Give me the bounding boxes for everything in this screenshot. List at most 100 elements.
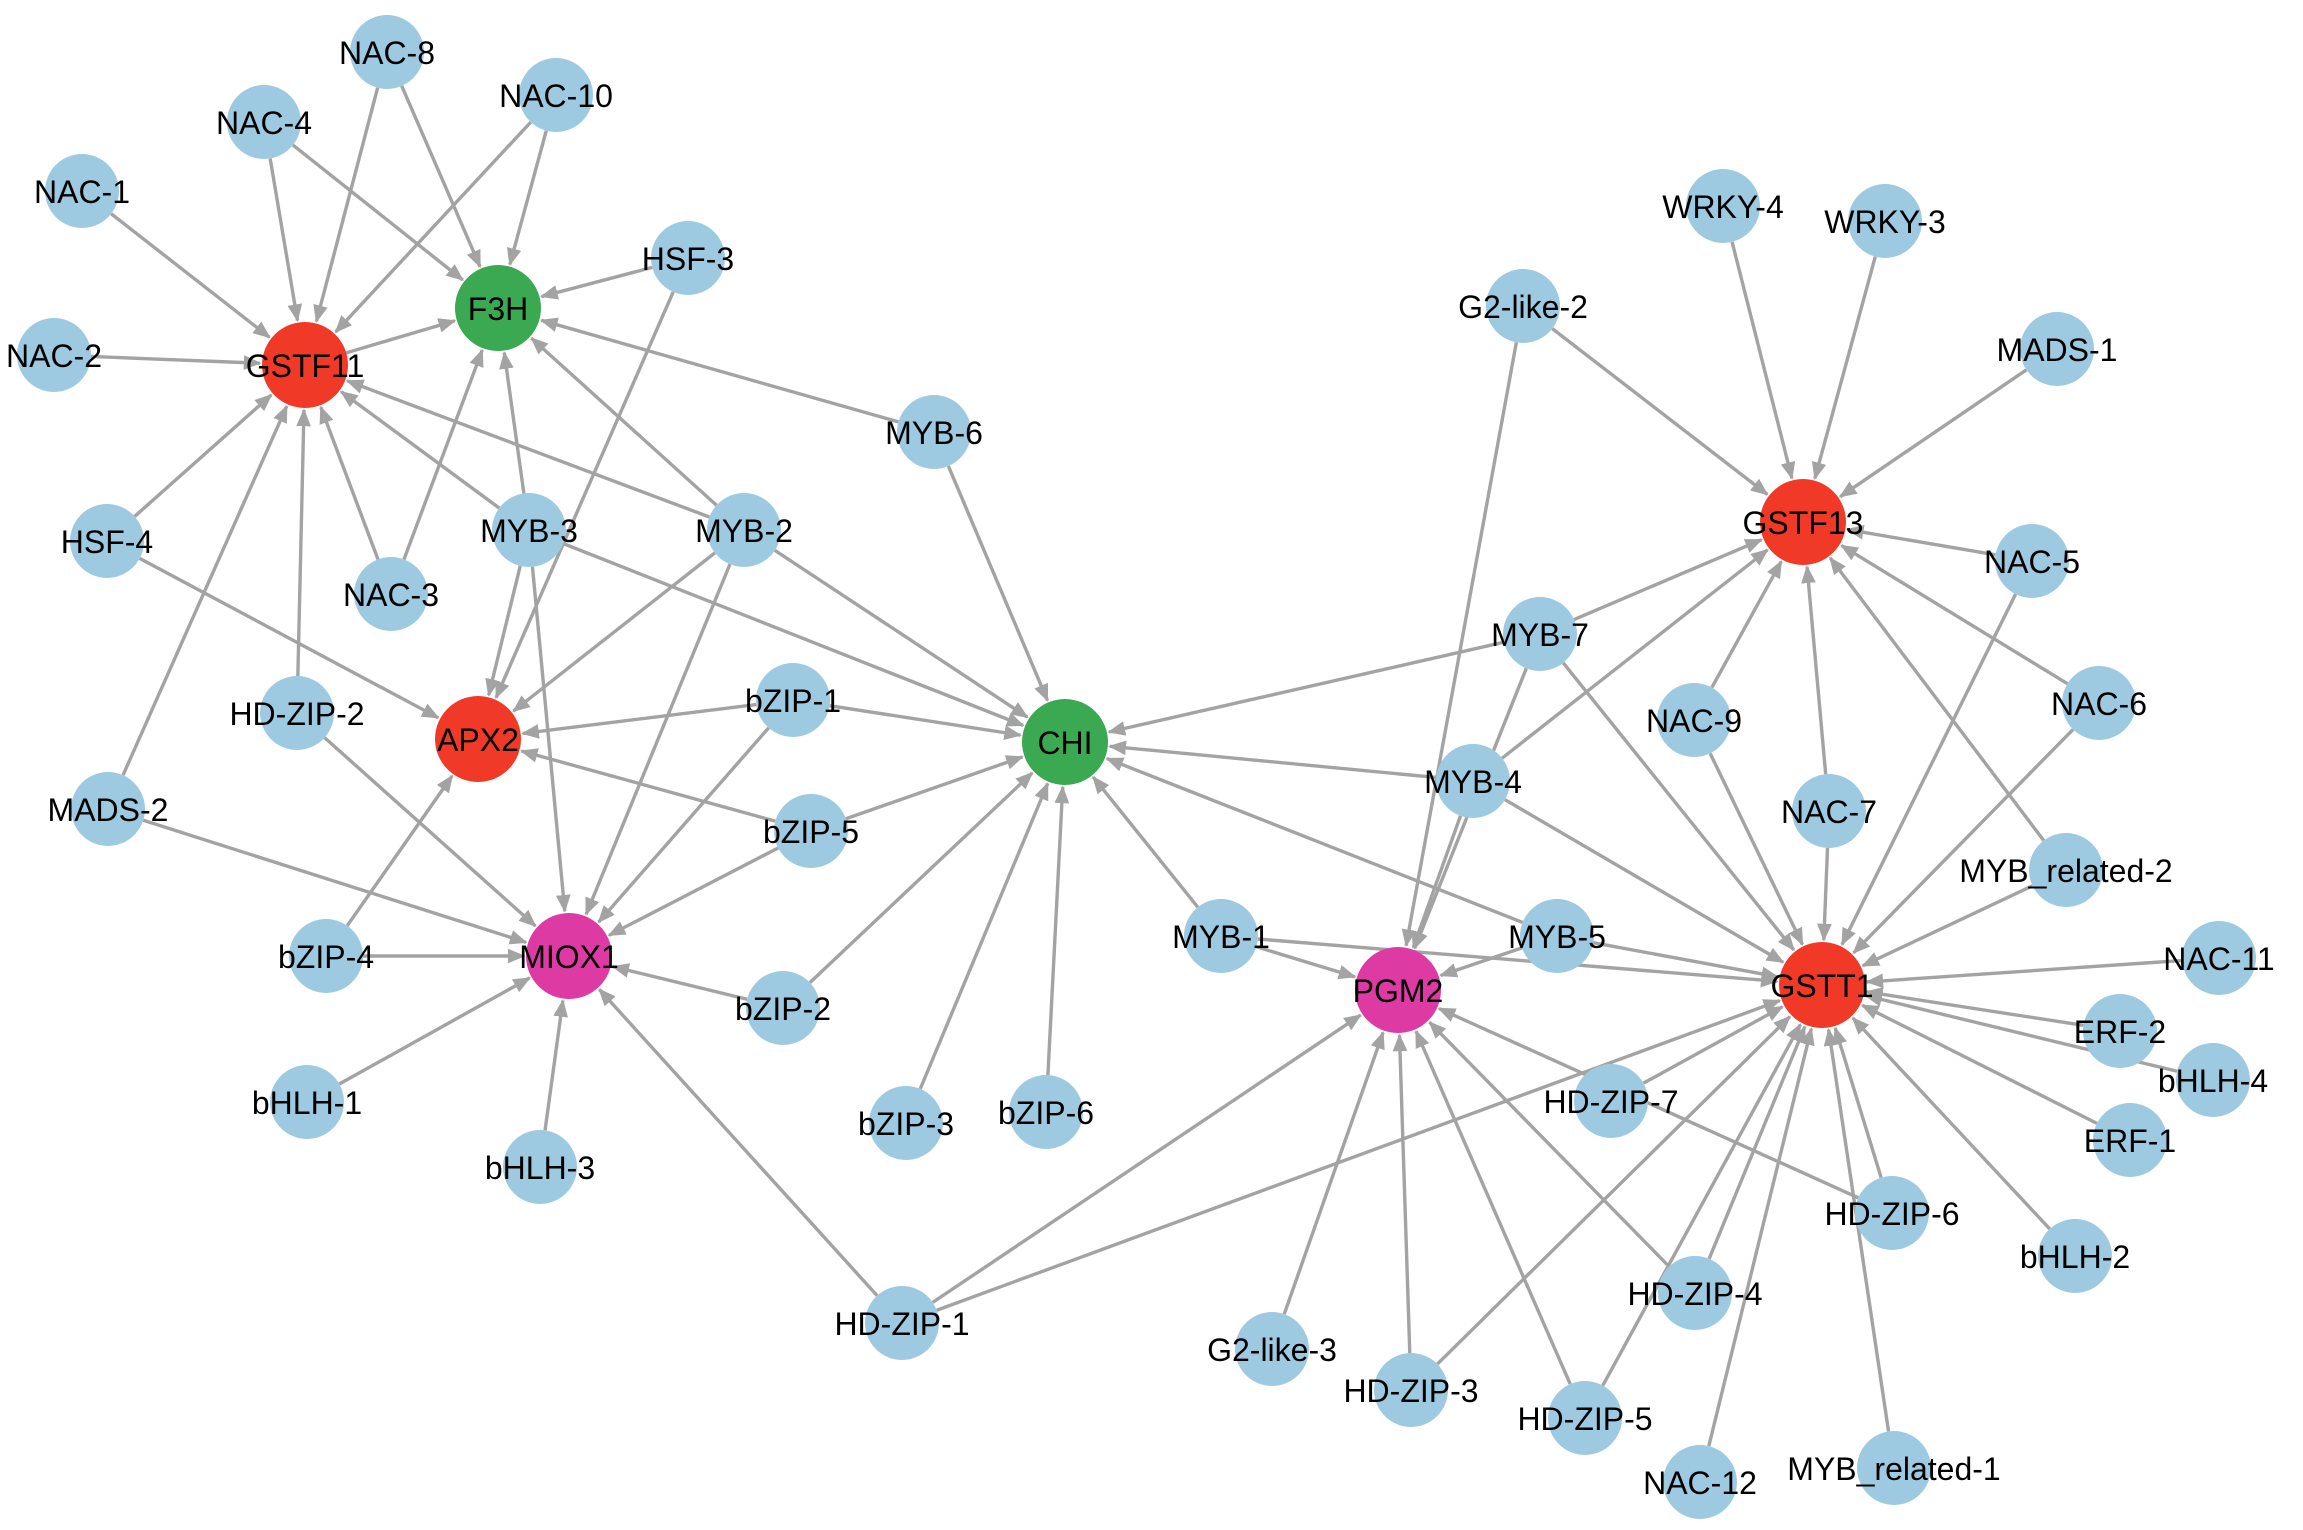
node-label-nac-4: NAC-4 — [216, 105, 312, 141]
edge-nac-8-to-gstf11 — [313, 87, 380, 323]
node-label-myb-5: MYB-5 — [1508, 919, 1606, 955]
node-label-nac-10: NAC-10 — [499, 78, 613, 114]
edge-myb-3-to-f3h — [499, 351, 526, 494]
node-label-gstt1: GSTT1 — [1770, 968, 1873, 1004]
edge-nac-5-to-gstf13 — [1845, 525, 1996, 557]
node-label-miox1: MIOX1 — [519, 939, 619, 975]
node-label-g2-like-3: G2-like-3 — [1207, 1332, 1337, 1368]
edge-hd-zip-4-to-pgm2 — [1428, 1020, 1671, 1268]
node-circle-nac-3 — [354, 557, 428, 631]
edge-myb-3-to-apx2 — [485, 565, 522, 697]
edge-myb-7-to-gstf13 — [1573, 538, 1763, 622]
node-circle-myb-related-2 — [2029, 833, 2103, 907]
node-bhlh-1: bHLH-1 — [252, 1065, 362, 1139]
node-label-bhlh-1: bHLH-1 — [252, 1085, 362, 1121]
edge-nac-6-to-gstt1 — [1852, 728, 2075, 955]
node-label-bhlh-3: bHLH-3 — [485, 1150, 595, 1186]
node-circle-nac-10 — [519, 58, 593, 132]
edge-myb-3-to-chi — [562, 542, 1025, 728]
edge-gstf11-to-f3h — [345, 318, 457, 355]
node-circle-chi — [1022, 699, 1108, 785]
edge-myb-4-to-gstf13 — [1501, 548, 1769, 760]
node-label-hd-zip-1: HD-ZIP-1 — [834, 1306, 969, 1342]
node-circle-hd-zip-7 — [1574, 1064, 1648, 1138]
node-circle-nac-8 — [350, 15, 424, 89]
node-myb-4: MYB-4 — [1424, 744, 1522, 818]
node-circle-myb-6 — [897, 395, 971, 469]
node-label-erf-2: ERF-2 — [2074, 1014, 2166, 1050]
node-label-myb-7: MYB-7 — [1491, 617, 1589, 653]
node-f3h: F3H — [455, 265, 541, 351]
node-chi: CHI — [1022, 699, 1108, 785]
node-circle-mads-2 — [71, 772, 145, 846]
node-circle-bzip-4 — [289, 919, 363, 993]
edge-bhlh-3-to-miox1 — [543, 999, 568, 1131]
node-bzip-1: bZIP-1 — [745, 663, 841, 737]
edge-g2-like-2-to-pgm2 — [1401, 342, 1519, 948]
node-label-bhlh-2: bHLH-2 — [2020, 1239, 2130, 1275]
edge-hd-zip-1-to-gstt1 — [936, 998, 1782, 1312]
node-label-nac-6: NAC-6 — [2051, 686, 2147, 722]
node-label-nac-1: NAC-1 — [34, 174, 130, 210]
edge-nac-10-to-f3h — [506, 130, 548, 267]
node-label-nac-2: NAC-2 — [6, 338, 102, 374]
edge-nac-4-to-f3h — [291, 143, 464, 282]
edge-mads-1-to-gstf13 — [1838, 368, 2028, 499]
node-circle-hsf-4 — [70, 504, 144, 578]
node-circle-nac-1 — [45, 154, 119, 228]
edge-hd-zip-6-to-gstt1 — [1832, 1026, 1883, 1179]
node-bzip-6: bZIP-6 — [998, 1075, 1094, 1149]
node-label-pgm2: PGM2 — [1353, 973, 1444, 1009]
edge-bhlh-2-to-gstt1 — [1851, 1016, 2051, 1231]
node-label-myb-related-2: MYB_related-2 — [1959, 853, 2172, 889]
node-label-hd-zip-2: HD-ZIP-2 — [229, 696, 364, 732]
node-label-erf-1: ERF-1 — [2084, 1123, 2176, 1159]
node-circle-gstf11 — [262, 322, 348, 408]
edge-myb-2-to-gstf11 — [345, 379, 710, 519]
node-circle-bhlh-3 — [503, 1130, 577, 1204]
edge-myb-4-to-gstt1 — [1504, 798, 1785, 964]
node-circle-myb-3 — [492, 493, 566, 567]
node-circle-hd-zip-4 — [1658, 1256, 1732, 1330]
node-circle-nac-12 — [1663, 1445, 1737, 1519]
node-circle-erf-2 — [2083, 994, 2157, 1068]
node-label-nac-9: NAC-9 — [1646, 703, 1742, 739]
edge-bzip-1-to-chi — [829, 703, 1022, 740]
node-circle-bzip-5 — [774, 794, 848, 868]
edge-nac-9-to-gstf13 — [1710, 560, 1783, 689]
edge-nac-10-to-gstf11 — [334, 120, 533, 334]
node-circle-bzip-3 — [869, 1086, 943, 1160]
node-label-hd-zip-7: HD-ZIP-7 — [1543, 1084, 1678, 1120]
edge-wrky-3-to-gstf13 — [1811, 256, 1877, 481]
node-label-hd-zip-6: HD-ZIP-6 — [1824, 1196, 1959, 1232]
edge-hd-zip-1-to-pgm2 — [931, 1013, 1362, 1304]
node-label-bhlh-4: bHLH-4 — [2158, 1063, 2268, 1099]
edge-bzip-5-to-miox1 — [607, 846, 779, 937]
node-circle-g2-like-3 — [1235, 1312, 1309, 1386]
node-label-bzip-4: bZIP-4 — [278, 939, 374, 975]
edge-hd-zip-3-to-pgm2 — [1392, 1033, 1412, 1354]
node-circle-hd-zip-6 — [1855, 1176, 1929, 1250]
node-label-nac-5: NAC-5 — [1984, 544, 2080, 580]
node-hd-zip-1: HD-ZIP-1 — [834, 1286, 970, 1360]
edge-bzip-3-to-chi — [918, 782, 1050, 1090]
node-label-chi: CHI — [1037, 725, 1092, 761]
node-circle-bzip-2 — [746, 971, 820, 1045]
edge-myb-related-2-to-gstt1 — [1861, 884, 2034, 968]
edge-bzip-2-to-miox1 — [611, 963, 748, 1001]
node-hd-zip-3: HD-ZIP-3 — [1343, 1353, 1479, 1427]
edge-hsf-3-to-f3h — [540, 265, 653, 300]
node-label-hsf-4: HSF-4 — [61, 524, 153, 560]
node-circle-pgm2 — [1355, 947, 1441, 1033]
edge-nac-3-to-gstf11 — [319, 405, 380, 560]
node-label-nac-7: NAC-7 — [1781, 794, 1877, 830]
edge-bhlh-1-to-miox1 — [338, 976, 531, 1086]
edge-g2-like-2-to-gstf13 — [1551, 327, 1769, 496]
edge-myb-2-to-chi — [773, 548, 1029, 719]
edge-layer — [90, 85, 2183, 1447]
node-label-myb-2: MYB-2 — [695, 513, 793, 549]
node-mads-2: MADS-2 — [48, 772, 168, 846]
node-label-nac-8: NAC-8 — [339, 35, 435, 71]
node-circle-bhlh-1 — [270, 1065, 344, 1139]
